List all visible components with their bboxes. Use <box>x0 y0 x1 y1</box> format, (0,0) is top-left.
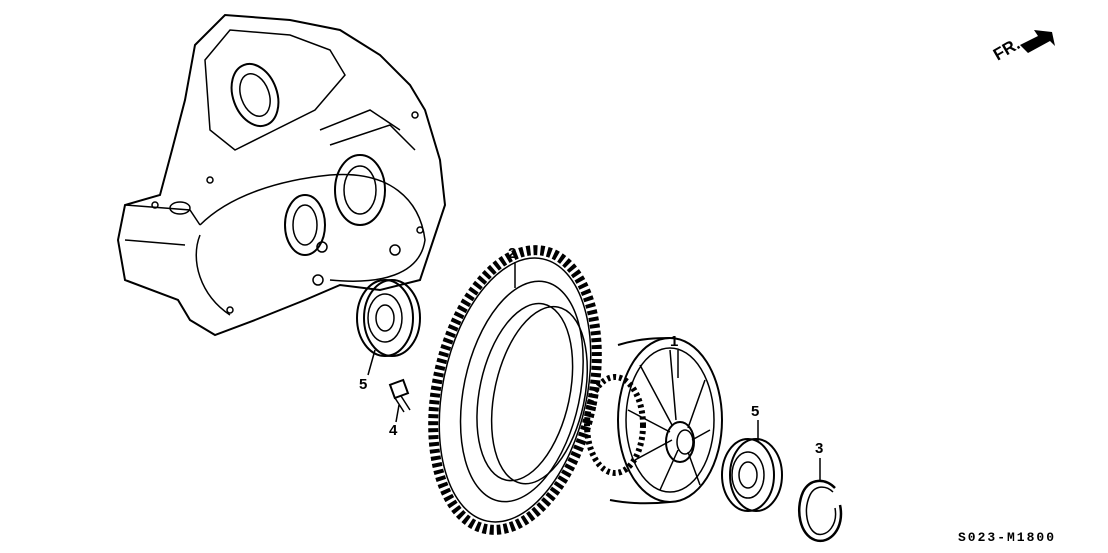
callout-1: 1 <box>670 333 679 350</box>
callout-3: 3 <box>815 440 824 457</box>
callout-5-left: 5 <box>359 376 368 393</box>
callout-5-right: 5 <box>751 403 760 420</box>
snap-ring <box>798 479 843 543</box>
bearing-left <box>356 279 421 357</box>
diagram-code: S023-M1800 <box>958 530 1057 545</box>
transmission-housing <box>116 13 447 337</box>
leader-lines <box>367 262 821 480</box>
bolt <box>388 378 411 413</box>
callout-2: 2 <box>508 245 517 262</box>
front-direction-arrow-icon <box>1020 30 1055 53</box>
differential-assembly <box>584 337 723 505</box>
callout-4: 4 <box>389 422 398 439</box>
bearing-right <box>721 438 783 512</box>
